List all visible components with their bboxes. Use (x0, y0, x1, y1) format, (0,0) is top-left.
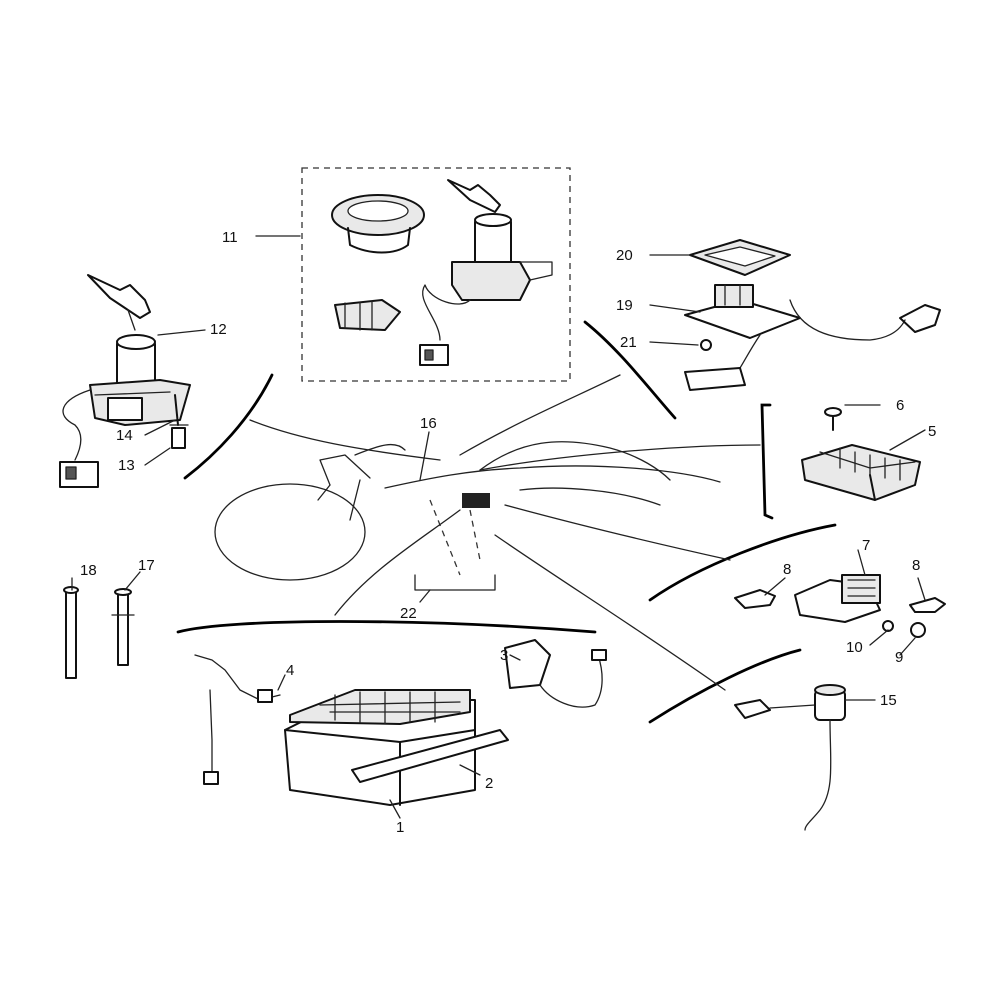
callout-10: 10 (846, 639, 863, 656)
callout-15: 15 (880, 692, 897, 709)
callout-8-left: 8 (783, 561, 791, 578)
callout-8-right: 8 (912, 557, 920, 574)
callout-20: 20 (616, 247, 633, 264)
callout-5: 5 (928, 423, 936, 440)
callout-18: 18 (80, 562, 97, 579)
regulator-block (801, 407, 921, 501)
starter-relay-group (734, 574, 946, 638)
battery-assembly (194, 639, 607, 806)
ignition-kit-group (301, 167, 571, 382)
callout-19: 19 (616, 297, 633, 314)
callout-2: 2 (485, 775, 493, 792)
long-bolts (63, 586, 135, 679)
leader-lines (71, 235, 926, 819)
ignition-switch-assembly (59, 274, 191, 488)
callout-labels: 1 2 3 4 5 6 7 8 8 9 10 11 12 13 14 15 16… (80, 229, 936, 836)
callout-22: 22 (400, 605, 417, 622)
callout-13: 13 (118, 457, 135, 474)
callout-3: 3 (500, 647, 508, 664)
callout-9: 9 (895, 649, 903, 666)
motorcycle-outline (214, 441, 721, 581)
callout-1: 1 (396, 819, 404, 836)
callout-14: 14 (116, 427, 133, 444)
relay-assembly (684, 239, 941, 391)
callout-17: 17 (138, 557, 155, 574)
callout-6: 6 (896, 397, 904, 414)
callout-21: 21 (620, 334, 637, 351)
guide-lines (176, 320, 837, 724)
callout-7: 7 (862, 537, 870, 554)
pressure-switch (734, 684, 846, 831)
callout-4: 4 (286, 662, 294, 679)
callout-16: 16 (420, 415, 437, 432)
callout-11: 11 (222, 229, 238, 246)
callout-12: 12 (210, 321, 227, 338)
